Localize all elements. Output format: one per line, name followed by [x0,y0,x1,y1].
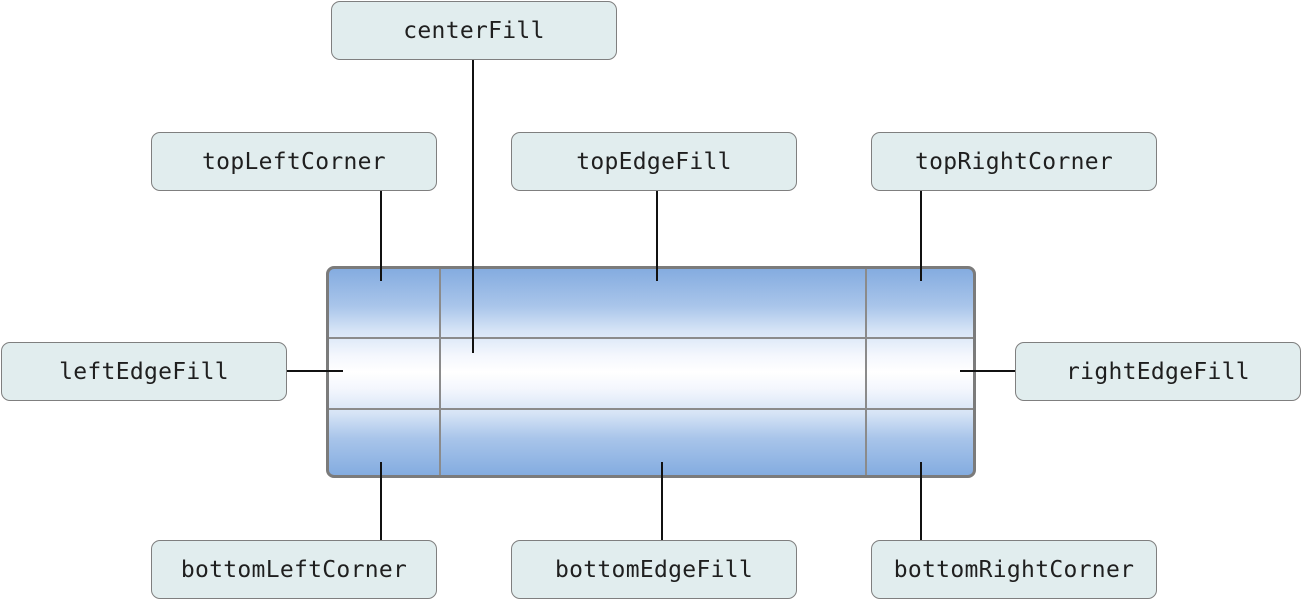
label-bottom-edge-fill: bottomEdgeFill [511,540,797,599]
connector-bottom-edge-fill [661,462,663,541]
grid-line-vertical-right [865,269,867,475]
label-top-right-corner: topRightCorner [871,132,1157,191]
label-center-fill: centerFill [331,1,617,60]
label-bottom-left-corner: bottomLeftCorner [151,540,437,599]
label-top-left-corner: topLeftCorner [151,132,437,191]
grid-line-horizontal-bottom [329,408,973,410]
grid-line-horizontal-top [329,337,973,339]
connector-center-fill [472,59,474,353]
label-bottom-right-corner: bottomRightCorner [871,540,1157,599]
nine-part-frame [326,266,976,478]
connector-bottom-left-corner [380,462,382,541]
connector-top-left-corner [380,190,382,281]
label-top-edge-fill: topEdgeFill [511,132,797,191]
connector-top-edge-fill [656,190,658,281]
connector-top-right-corner [920,190,922,281]
grid-line-vertical-left [439,269,441,475]
connector-right-edge-fill [960,370,1015,372]
label-left-edge-fill: leftEdgeFill [1,342,287,401]
connector-left-edge-fill [287,370,343,372]
label-right-edge-fill: rightEdgeFill [1015,342,1301,401]
connector-bottom-right-corner [920,462,922,541]
